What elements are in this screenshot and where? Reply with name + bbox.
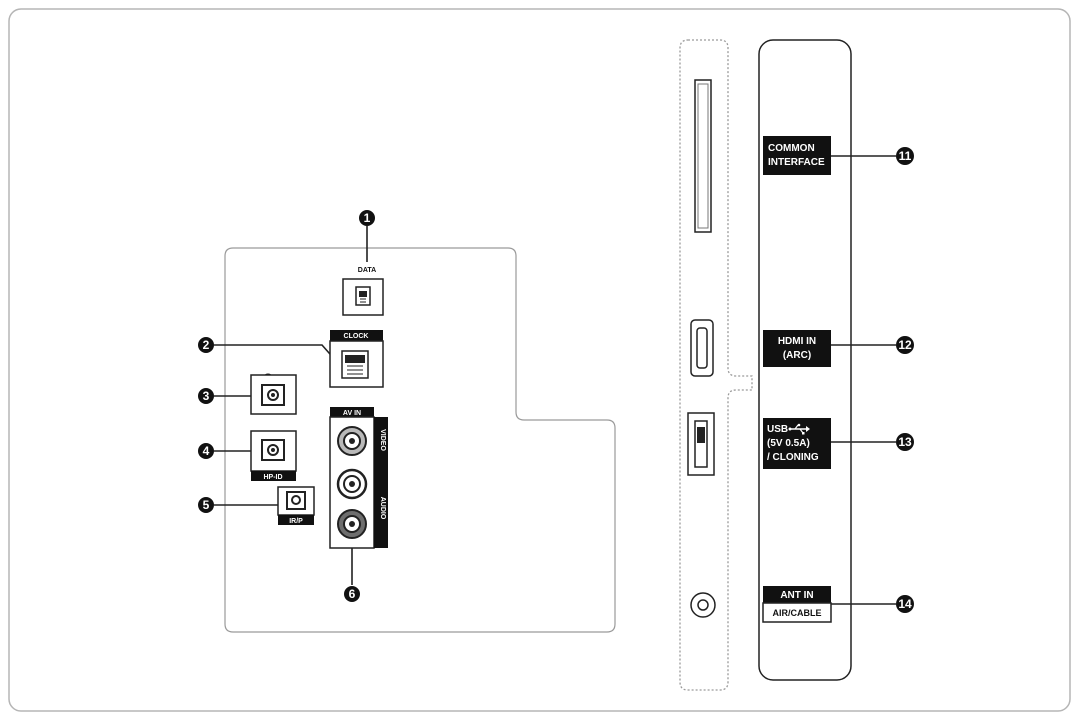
clock-label-bg <box>330 330 383 341</box>
hp-id-label: HP-ID <box>263 474 282 481</box>
svg-text:11: 11 <box>899 149 912 163</box>
callout-3: 3 <box>198 388 214 404</box>
svg-text:6: 6 <box>349 587 356 601</box>
ir-label: IR/P <box>289 518 303 525</box>
av-in-side-strip <box>374 417 388 548</box>
hdmi-label-line2: (ARC) <box>783 350 811 361</box>
hdmi-label-line1: HDMI IN <box>778 336 816 347</box>
svg-text:3: 3 <box>203 389 210 403</box>
hp-id-label-bg <box>251 471 296 481</box>
rear-panel-outline <box>224 247 616 633</box>
common-interface-label-bg <box>763 136 831 175</box>
callout-6: 6 <box>344 586 360 602</box>
video-label: VIDEO <box>379 429 386 451</box>
callout-11: 11 <box>896 147 914 165</box>
svg-text:1: 1 <box>364 211 371 225</box>
usb-port-side[interactable] <box>687 412 715 476</box>
air-cable-label-box <box>762 602 832 623</box>
svg-text:14: 14 <box>898 597 912 611</box>
headphone-jack[interactable] <box>250 374 297 415</box>
av-in-label-bg <box>330 407 374 417</box>
svg-text:5: 5 <box>203 498 210 512</box>
common-interface-slot[interactable] <box>694 79 712 233</box>
hdmi-label-bg <box>763 330 831 367</box>
svg-text:12: 12 <box>898 338 912 352</box>
antenna-port-side[interactable] <box>690 592 716 618</box>
usb-icon <box>788 423 810 435</box>
av-in-label: AV IN <box>343 410 361 417</box>
clock-port[interactable] <box>329 340 384 388</box>
usb-label-line2: (5V 0.5A) <box>767 438 810 449</box>
callout-2: 2 <box>198 337 214 353</box>
callout-5: 5 <box>198 497 214 513</box>
hdmi-port-side[interactable] <box>690 319 714 377</box>
common-interface-label-line1: COMMON <box>768 143 815 154</box>
common-interface-label-line2: INTERFACE <box>768 157 825 168</box>
svg-text:13: 13 <box>898 435 912 449</box>
hp-id-jack[interactable] <box>250 430 297 472</box>
data-port[interactable] <box>342 278 384 316</box>
ant-in-label-bg <box>763 586 831 603</box>
callout-12: 12 <box>896 336 914 354</box>
usb-label-line3: / CLONING <box>767 452 819 463</box>
clock-label: CLOCK <box>344 333 369 340</box>
svg-text:4: 4 <box>203 444 210 458</box>
audio-left-jack[interactable] <box>336 468 368 500</box>
svg-text:2: 2 <box>203 338 210 352</box>
audio-label: AUDIO <box>379 497 386 520</box>
callout-13: 13 <box>896 433 914 451</box>
callout-1: 1 <box>359 210 375 226</box>
audio-right-jack[interactable] <box>337 509 367 539</box>
side-view-outline <box>679 39 753 691</box>
data-label: DATA <box>358 267 376 274</box>
ir-jack[interactable] <box>277 486 315 516</box>
callout-4: 4 <box>198 443 214 459</box>
callout-14: 14 <box>896 595 914 613</box>
ir-label-bg <box>278 515 314 525</box>
ant-in-label: ANT IN <box>780 590 813 601</box>
air-cable-label: AIR/CABLE <box>773 608 822 618</box>
video-jack[interactable] <box>337 426 367 456</box>
usb-label-line1: USB <box>767 424 788 435</box>
